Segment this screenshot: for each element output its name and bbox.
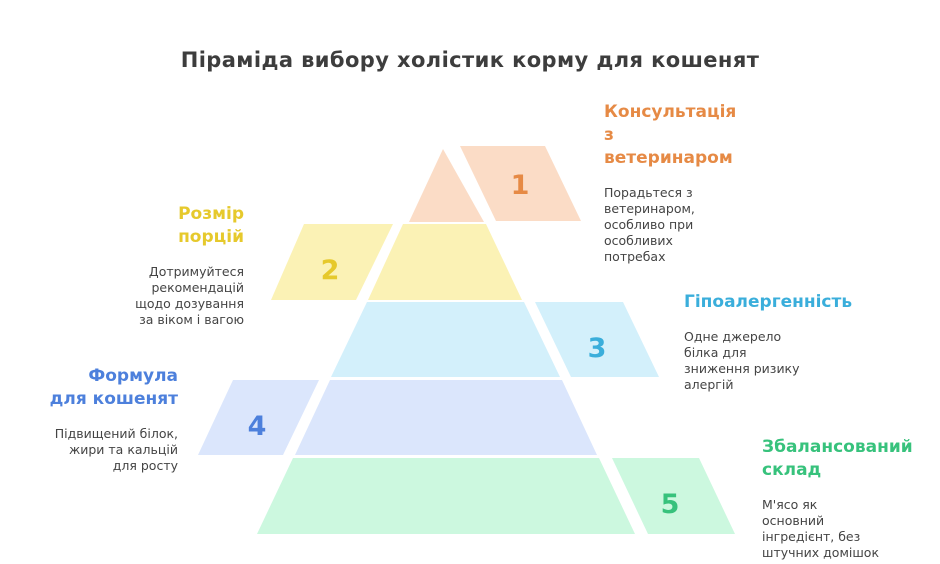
pyramid-tier-1 [409,149,484,222]
diagram-title: Піраміда вибору холістик корму для кошен… [180,48,760,72]
level-3-description: Одне джерело білка для зниження ризику а… [684,329,800,392]
level-2-description: Дотримуйтеся рекомендацій щодо дозування… [135,264,244,327]
level-2-label: Розмір порцій Дотримуйтеся рекомендацій … [44,203,244,328]
level-4-heading: Формула для кошенят [49,366,178,409]
level-5-description: М'ясо як основний інгредієнт, без штучни… [762,497,879,560]
pyramid-tier-4 [295,380,597,455]
tier-number-3: 3 [588,333,607,364]
level-1-heading: Консультація з ветеринаром [604,102,737,168]
level-5-label: Збалансований склад М'ясо як основний ін… [762,436,938,561]
level-5-heading: Збалансований склад [762,437,913,480]
tier-number-4: 4 [248,411,267,442]
pyramid-tier-5 [257,458,635,534]
number-tile-1 [460,146,581,221]
level-4-label: Формула для кошенят Підвищений білок, жи… [0,365,178,474]
number-tile-2 [271,224,393,300]
level-2-heading: Розмір порцій [178,204,244,247]
pyramid-tier-2 [368,224,522,300]
level-1-description: Порадьтеся з ветеринаром, особливо при о… [604,185,695,264]
pyramid-tier-3 [331,302,560,377]
level-4-description: Підвищений білок, жири та кальцій для ро… [54,426,178,473]
level-3-label: Гіпоалергенність Одне джерело білка для … [684,291,904,393]
level-3-heading: Гіпоалергенність [684,292,853,312]
level-1-label: Консультація з ветеринаром Порадьтеся з … [604,101,804,265]
tier-number-1: 1 [511,170,530,201]
tier-number-5: 5 [661,489,680,520]
number-tile-3 [535,302,659,377]
tier-number-2: 2 [321,255,340,286]
number-tile-5 [612,458,735,534]
number-tile-4 [198,380,319,455]
